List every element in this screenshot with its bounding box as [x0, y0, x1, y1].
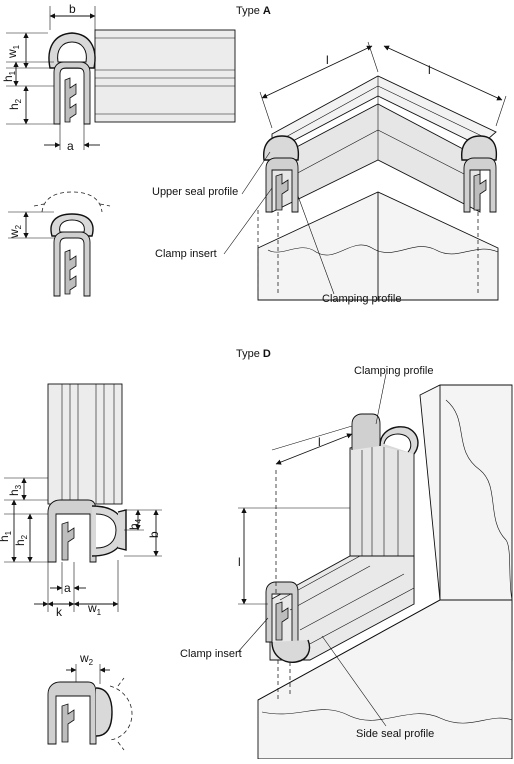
type-a-side-view — [94, 29, 236, 123]
dim-h2-d: h2 — [13, 534, 29, 546]
dim-l-vertical-d: l — [238, 555, 241, 569]
type-a-section: Type A b w1 — [1, 2, 507, 305]
dim-l-top-d: l — [318, 435, 321, 449]
type-a-cross-section: b w1 h1 h2 a — [1, 2, 100, 153]
dim-h4: h4 — [127, 518, 143, 530]
type-a-compressed-section: w2 — [7, 191, 111, 297]
dim-w1-d: w1 — [87, 601, 102, 617]
label-upper-seal-profile: Upper seal profile — [152, 186, 238, 198]
dim-w2-d: w2 — [79, 651, 94, 667]
label-clamping-profile-d: Clamping profile — [354, 365, 433, 377]
dim-b-d: b — [147, 531, 161, 538]
dim-w1: w1 — [5, 44, 21, 59]
dim-l-left-a: l — [326, 53, 329, 67]
type-d-compressed-section: w2 — [47, 651, 133, 751]
type-d-front-view: h3 h1 h2 h4 b a k w1 — [0, 383, 162, 619]
type-a-heading: Type A — [236, 5, 271, 17]
dim-b: b — [69, 2, 76, 16]
dim-k: k — [56, 605, 63, 619]
dim-h1-d: h1 — [0, 530, 13, 542]
dim-h3: h3 — [7, 484, 23, 496]
label-clamp-insert-a: Clamp insert — [155, 248, 217, 260]
type-d-heading: Type D — [236, 348, 271, 360]
label-clamping-profile-a: Clamping profile — [322, 293, 401, 305]
dim-h1: h1 — [1, 70, 17, 82]
label-clamp-insert-d: Clamp insert — [180, 648, 242, 660]
type-d-section: Type D h3 h1 h2 — [0, 348, 513, 760]
dim-a-d: a — [64, 581, 71, 595]
dim-h2: h2 — [7, 98, 23, 110]
dim-a: a — [67, 139, 74, 153]
type-a-corner-illustration: l l Upper seal profile Clamp insert Clam… — [152, 41, 507, 305]
dim-l-right-a: l — [428, 63, 431, 77]
dim-w2-a: w2 — [7, 224, 23, 239]
label-side-seal-profile: Side seal profile — [356, 728, 434, 740]
type-d-corner-illustration: l l Clamping profile Clamp insert Side s… — [180, 365, 513, 760]
